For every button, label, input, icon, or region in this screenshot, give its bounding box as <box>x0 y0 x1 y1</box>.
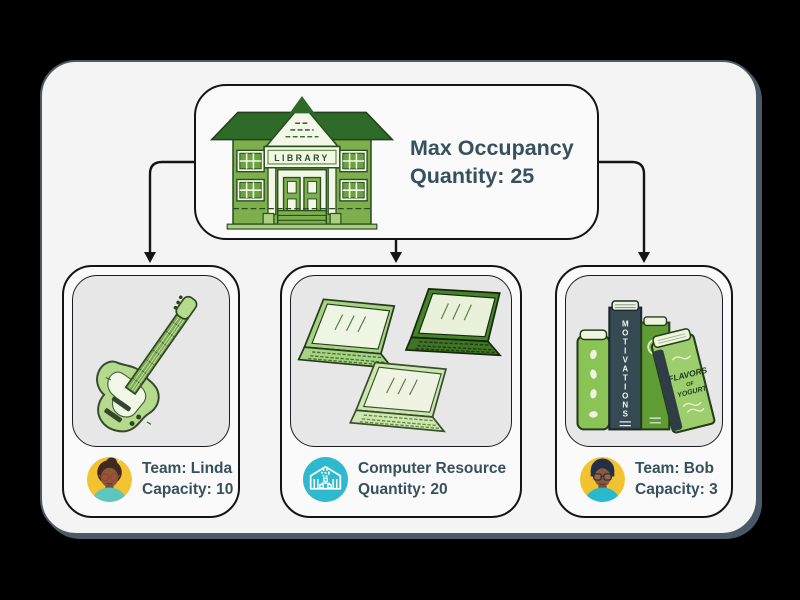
library-windows <box>236 149 368 202</box>
facility-icon <box>303 457 348 502</box>
parent-label-line1: Max Occupancy <box>410 135 574 160</box>
bob-avatar <box>580 457 625 502</box>
computers-label-line2: Quantity: 20 <box>358 480 448 498</box>
linda-label-row: Team: Linda Capacity: 10 <box>87 457 233 502</box>
bob-label-line2: Capacity: 3 <box>635 480 718 498</box>
bob-label-row: Team: Bob Capacity: 3 <box>580 457 725 502</box>
linda-label: Team: Linda Capacity: 10 <box>142 459 233 501</box>
library-building-illustration: LIBRARY <box>209 95 395 230</box>
laptops-image-card <box>290 275 512 447</box>
computers-label-line1: Computer Resource <box>358 459 507 477</box>
parent-label: Max Occupancy Quantity: 25 <box>410 134 574 191</box>
guitar-image-card <box>72 275 230 447</box>
bob-label: Team: Bob Capacity: 3 <box>635 459 718 501</box>
three-laptops-illustration <box>297 287 502 433</box>
parent-node-library: LIBRARY <box>194 84 599 240</box>
parent-label-line2: Quantity: 25 <box>410 164 535 188</box>
linda-label-line1: Team: Linda <box>142 459 233 477</box>
child-node-computers: Computer Resource Quantity: 20 <box>280 265 522 518</box>
computers-label-row: Computer Resource Quantity: 20 <box>303 457 514 502</box>
book-cover-title-line2: OF <box>686 381 696 389</box>
electric-guitar-illustration <box>96 295 198 433</box>
bob-label-line1: Team: Bob <box>635 459 714 477</box>
computers-label: Computer Resource Quantity: 20 <box>358 459 506 501</box>
child-node-linda: Team: Linda Capacity: 10 <box>62 265 240 518</box>
linda-label-line2: Capacity: 10 <box>142 480 234 498</box>
linda-avatar <box>87 457 132 502</box>
library-sign-text: LIBRARY <box>274 153 330 163</box>
